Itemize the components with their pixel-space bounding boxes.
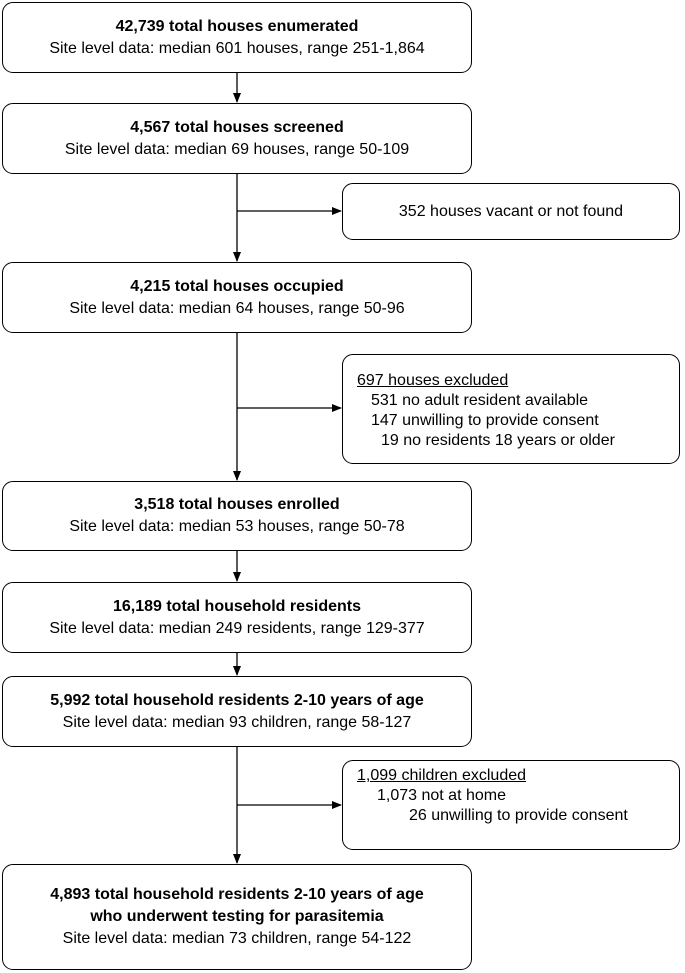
box-title: 5,992 total household residents 2-10 yea… — [50, 691, 424, 709]
box-detail: Site level data: median 93 children, ran… — [62, 713, 412, 731]
box-detail: Site level data: median 601 houses, rang… — [49, 39, 425, 57]
box-household-residents: 16,189 total household residents Site le… — [2, 582, 472, 653]
exclusion-text: 352 houses vacant or not found — [398, 202, 624, 220]
box-residents-2-10-years: 5,992 total household residents 2-10 yea… — [2, 676, 472, 747]
box-houses-occupied: 4,215 total houses occupied Site level d… — [2, 262, 472, 333]
box-title: who underwent testing for parasitemia — [90, 908, 384, 925]
exclusion-heading: 697 houses excluded — [357, 372, 509, 389]
exclusion-reason: 147 unwilling to provide consent — [371, 412, 599, 429]
exclusion-reason: 19 no residents 18 years or older — [381, 432, 615, 449]
box-detail: Site level data: median 69 houses, range… — [64, 140, 410, 158]
exclusion-children-excluded: 1,099 children excluded 1,073 not at hom… — [342, 760, 680, 850]
box-title: 4,893 total household residents 2-10 yea… — [50, 886, 424, 903]
box-title: 4,567 total houses screened — [130, 118, 344, 136]
exclusion-reason: 26 unwilling to provide consent — [409, 807, 628, 824]
box-houses-enrolled: 3,518 total houses enrolled Site level d… — [2, 481, 472, 551]
exclusion-reason: 531 no adult resident available — [371, 392, 589, 409]
exclusion-houses-excluded: 697 houses excluded 531 no adult residen… — [342, 354, 680, 464]
box-detail: Site level data: median 53 houses, range… — [69, 518, 405, 535]
box-title: 3,518 total houses enrolled — [134, 496, 340, 513]
box-houses-screened: 4,567 total houses screened Site level d… — [2, 103, 472, 174]
exclusion-reason: 1,073 not at home — [377, 787, 506, 804]
box-detail: Site level data: median 73 children, ran… — [62, 930, 412, 947]
exclusion-heading: 1,099 children excluded — [357, 767, 527, 784]
box-houses-enumerated: 42,739 total houses enumerated Site leve… — [2, 2, 472, 73]
box-detail: Site level data: median 249 residents, r… — [49, 619, 425, 637]
box-detail: Site level data: median 64 houses, range… — [69, 299, 405, 317]
box-title: 42,739 total houses enumerated — [115, 17, 359, 35]
box-title: 16,189 total household residents — [112, 597, 362, 615]
box-residents-tested: 4,893 total household residents 2-10 yea… — [2, 864, 472, 970]
exclusion-vacant: 352 houses vacant or not found — [342, 183, 680, 240]
box-title: 4,215 total houses occupied — [130, 277, 344, 295]
